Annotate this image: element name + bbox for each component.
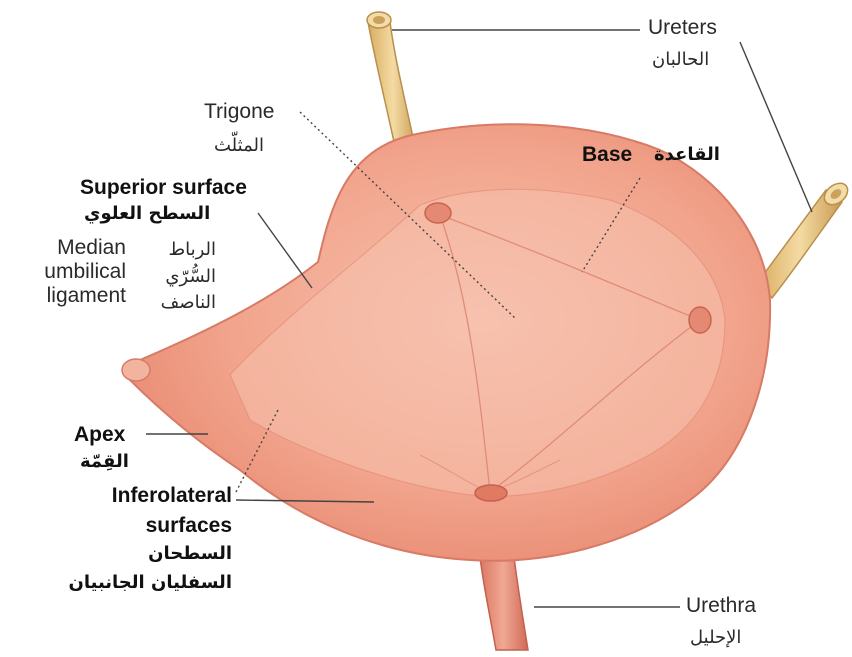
inferolateral-en-line-2: surfaces bbox=[20, 514, 232, 538]
urethra-label-ar: الإحليل bbox=[690, 628, 741, 649]
apex-label-en: Apex bbox=[74, 423, 125, 447]
superior-surface-label-en: Superior surface bbox=[80, 176, 247, 200]
ligament-en-line-1: Median bbox=[18, 236, 126, 260]
ligament-ar-line-2: السُّرّي bbox=[136, 267, 216, 288]
median-umbilical-ligament-label-ar: الرباط السُّرّي الناصف bbox=[136, 240, 216, 314]
urethra-label-en: Urethra bbox=[686, 594, 756, 618]
superior-surface-leader bbox=[258, 213, 312, 288]
base-label-ar: القاعدة bbox=[654, 145, 720, 166]
ligament-en-line-3: ligament bbox=[18, 284, 126, 308]
inferolateral-ar-line-2: السفليان الجانبيان bbox=[6, 573, 232, 594]
apex-label-ar: القِمّة bbox=[80, 452, 129, 473]
ligament-ar-line-3: الناصف bbox=[136, 293, 216, 314]
inferolateral-surfaces-label-en: Inferolateral surfaces bbox=[20, 484, 232, 538]
superior-surface-label-ar: السطح العلوي bbox=[84, 204, 210, 225]
inferolateral-surfaces-label-ar: السطحان السفليان الجانبيان bbox=[6, 544, 232, 593]
ureters-label-ar: الحالبان bbox=[652, 50, 709, 71]
trigone-label-en: Trigone bbox=[204, 100, 274, 124]
ligament-ar-line-1: الرباط bbox=[136, 240, 216, 261]
trigone-label-ar: المثلّث bbox=[214, 136, 264, 157]
inferolateral-ar-line-1: السطحان bbox=[6, 544, 232, 565]
ligament-en-line-2: umbilical bbox=[18, 260, 126, 284]
base-label-en: Base bbox=[582, 143, 632, 167]
ureters-label-en: Ureters bbox=[648, 16, 717, 40]
ureters-leader-right bbox=[740, 42, 812, 212]
inferolateral-en-line-1: Inferolateral bbox=[20, 484, 232, 508]
median-umbilical-ligament-label-en: Median umbilical ligament bbox=[18, 236, 126, 308]
